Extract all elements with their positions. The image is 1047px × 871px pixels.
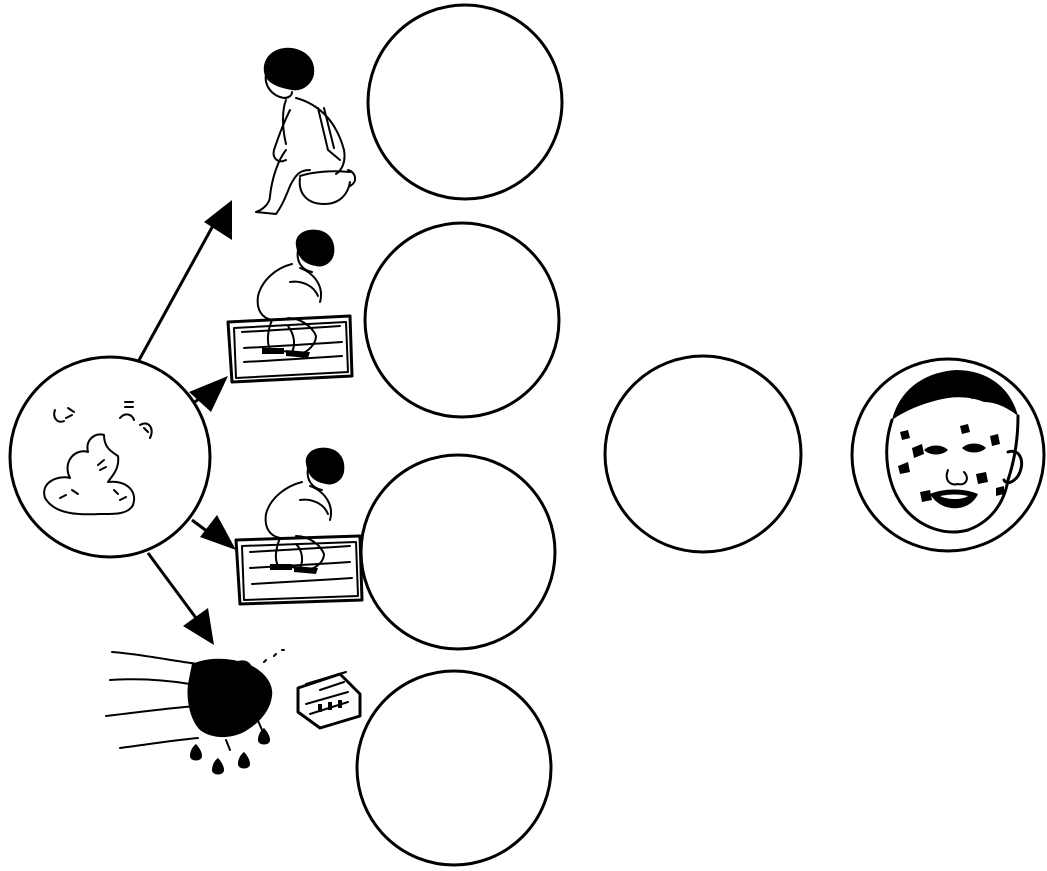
arrow-to-hands: [148, 553, 214, 645]
slab-branch-1: [228, 223, 559, 417]
intermediate-empty-circle: [605, 356, 801, 552]
child-on-potty-icon: [256, 48, 355, 214]
slab-branch-2: [236, 448, 555, 649]
empty-circle: [365, 223, 559, 417]
source-circle: [10, 357, 210, 557]
child-squatting-on-slab-icon: [228, 230, 352, 382]
empty-circle: [357, 671, 551, 865]
handwashing-branch: [106, 650, 551, 865]
arrow-to-potty: [138, 200, 232, 362]
potty-branch: [256, 5, 562, 214]
empty-circle: [368, 5, 562, 199]
outcome-circle: [852, 359, 1044, 551]
child-squatting-on-slab-icon: [236, 448, 362, 604]
arrow-to-slab-2: [192, 515, 236, 550]
empty-circle: [361, 455, 555, 649]
dirty-hands-with-soap-icon: [106, 650, 360, 775]
